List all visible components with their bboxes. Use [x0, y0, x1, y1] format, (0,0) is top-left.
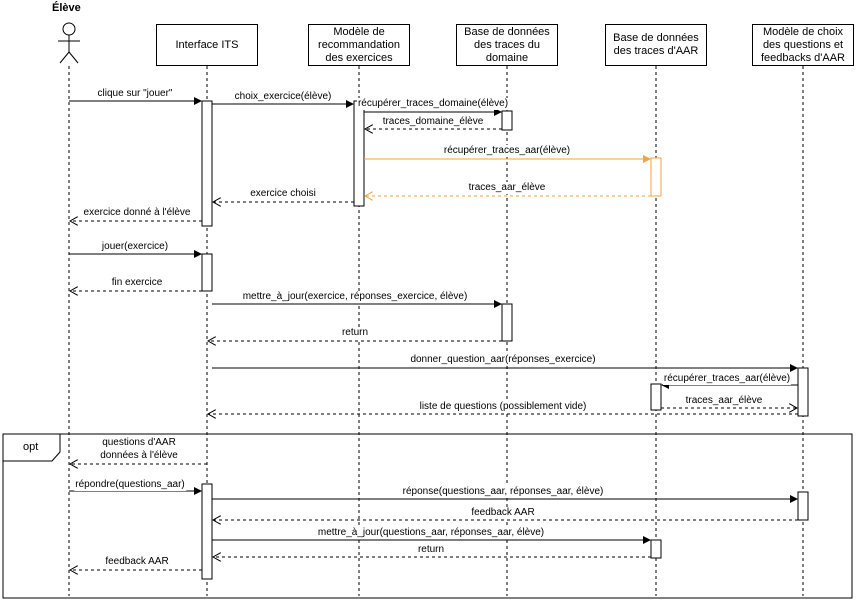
message-label: return — [340, 327, 370, 339]
participant-its-label: Interface ITS — [175, 38, 239, 51]
actor-eleve-label: Élève — [52, 2, 81, 14]
message-label: récupérer_traces_domaine(élève) — [356, 98, 510, 110]
message-label: exercice choisi — [249, 188, 317, 200]
participant-bd-domaine-line2: des traces du — [473, 38, 541, 51]
message-label: traces_aar_élève — [467, 182, 547, 194]
participant-choix-questions: Modèle de choix des questions et feedbac… — [752, 24, 854, 66]
activations — [201, 100, 809, 580]
message-label: mettre_à_jour(questions_aar, réponses_aa… — [316, 527, 546, 539]
message-label: récupérer_traces_aar(élève) — [442, 145, 572, 157]
participant-recommandation-line3: des exercices — [325, 51, 393, 64]
participant-its: Interface ITS — [156, 24, 258, 66]
message-label: traces_domaine_élève — [381, 116, 485, 128]
message-label: traces_aar_élève — [684, 395, 764, 407]
message-label: répondre(questions_aar) — [74, 479, 186, 491]
opt-fragment-label: opt — [23, 441, 39, 453]
opt-fragment — [2, 433, 853, 599]
participant-bd-domaine-line1: Base de données — [464, 25, 550, 38]
actor-icon — [58, 22, 80, 64]
message-label: mettre_à_jour(exercice, réponses_exercic… — [241, 291, 469, 303]
participant-bd-aar-line2: des traces d'AAR — [613, 45, 699, 57]
message-label: jouer(exercice) — [100, 241, 170, 253]
message-label: exercice donné à l'élève — [82, 207, 192, 219]
message-label: liste de questions (possiblement vide) — [418, 401, 588, 413]
participant-bd-aar-line1: Base de données — [613, 32, 699, 44]
participant-bd-domaine: Base de données des traces du domaine — [456, 24, 558, 66]
message-label: récupérer_traces_aar(élève) — [662, 373, 792, 385]
message-label: donner_question_aar(réponses_exercice) — [409, 354, 597, 366]
participant-choix-questions-line2: des questions et — [762, 38, 844, 51]
message-label: fin exercice — [110, 277, 164, 289]
message-label: return — [416, 544, 446, 556]
participant-recommandation-line2: recommandation — [318, 38, 400, 51]
message-label: choix_exercice(élève) — [233, 91, 333, 103]
message-label: questions d'AAR — [101, 437, 177, 449]
message-label: données à l'élève — [99, 450, 179, 462]
lifelines — [68, 66, 804, 596]
message-label: clique sur "jouer" — [96, 88, 174, 100]
message-arrows — [69, 97, 798, 570]
participant-choix-questions-line1: Modèle de choix — [762, 25, 844, 38]
participant-choix-questions-line3: feedbacks d'AAR — [760, 51, 846, 64]
participant-recommandation-line1: Modèle de — [333, 25, 385, 38]
participant-bd-aar: Base de données des traces d'AAR — [605, 24, 707, 66]
participant-bd-domaine-line3: domaine — [485, 51, 529, 64]
message-label: feedback AAR — [470, 507, 536, 519]
message-label: feedback AAR — [104, 556, 170, 568]
participant-recommandation: Modèle de recommandation des exercices — [308, 24, 410, 66]
message-label: réponse(questions_aar, réponses_aar, élè… — [401, 486, 605, 498]
